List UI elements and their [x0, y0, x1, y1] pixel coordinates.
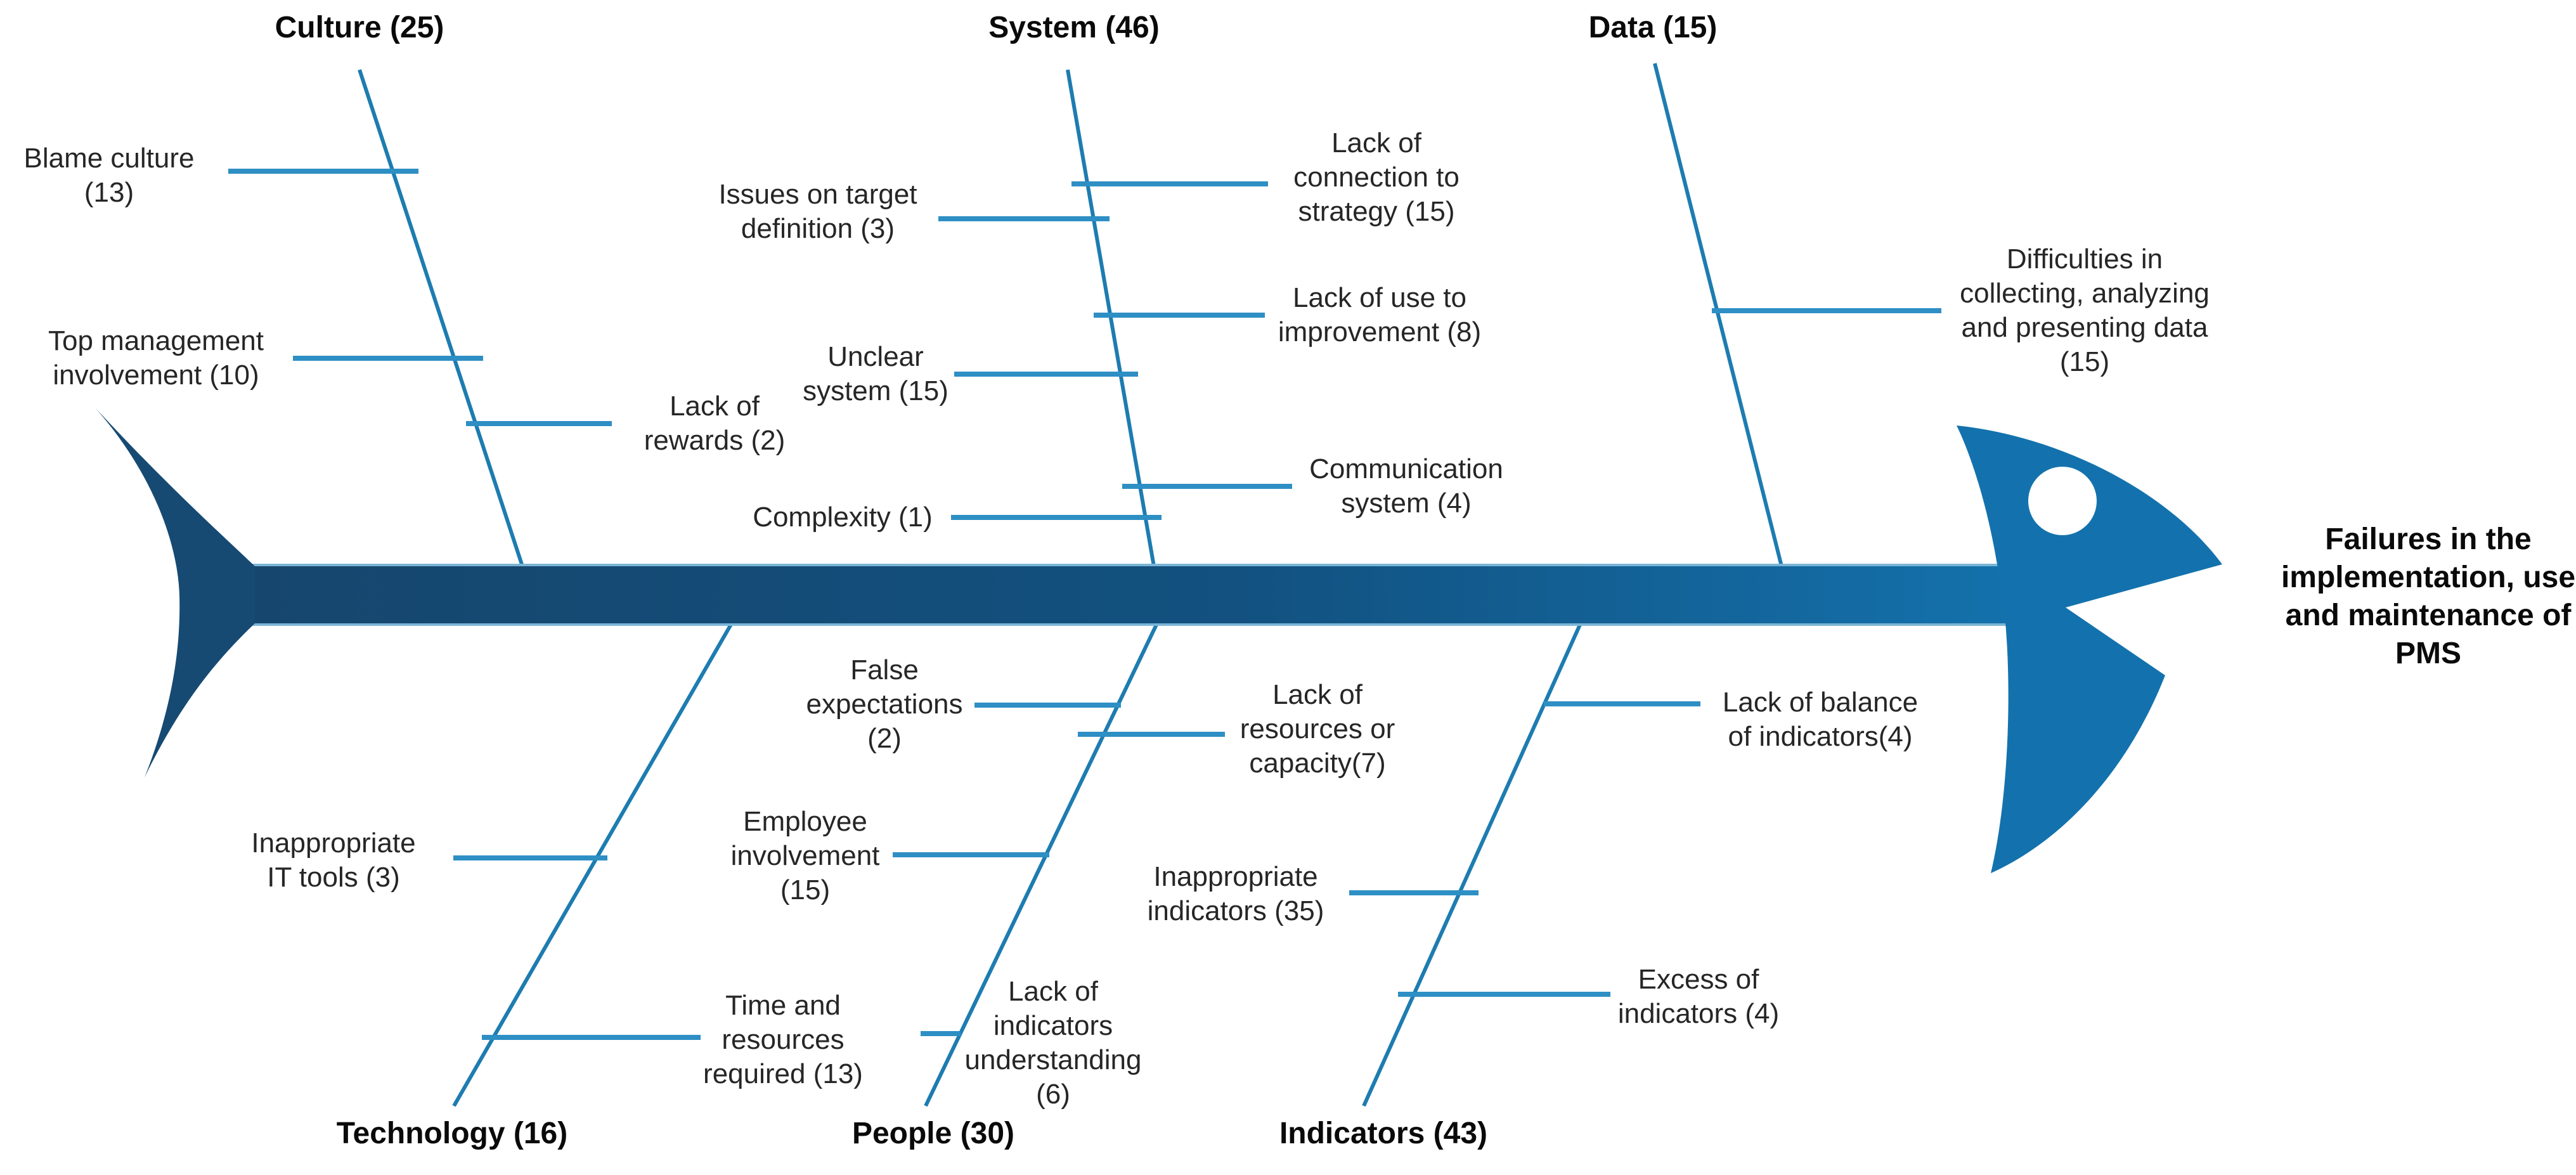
fish-eye — [2028, 467, 2097, 535]
fish-tail — [95, 408, 255, 777]
culture-bone — [358, 69, 524, 567]
fish-head — [1957, 425, 2222, 873]
system-bone — [1066, 69, 1156, 567]
data-bone — [1653, 63, 1783, 567]
fish-spine — [235, 566, 2057, 623]
indicators-bone — [1362, 622, 1582, 1107]
bones-layer — [228, 63, 1941, 1107]
technology-bone — [452, 622, 734, 1107]
